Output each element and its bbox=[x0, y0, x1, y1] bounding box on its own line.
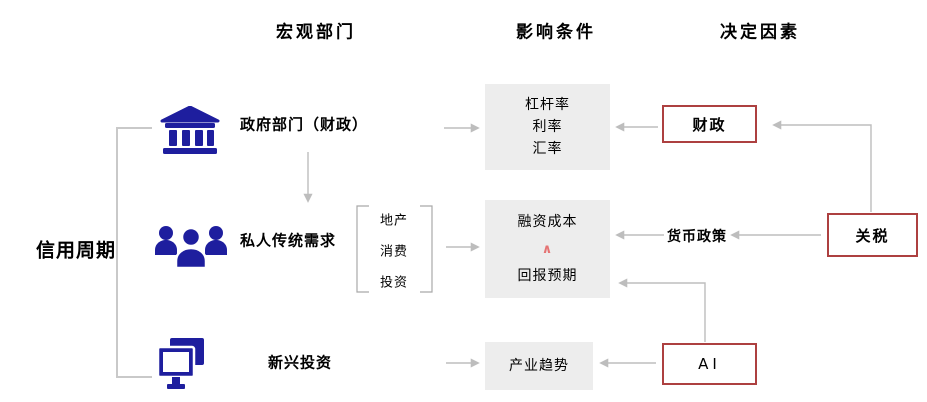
sub-bracket-open bbox=[356, 205, 369, 293]
sub-item-real-estate: 地产 bbox=[379, 213, 409, 229]
credit-cycle-bracket bbox=[116, 127, 152, 378]
header-determinant: 决定因素 bbox=[720, 22, 800, 43]
sector-label-private: 私人传统需求 bbox=[240, 231, 337, 250]
sub-bracket-close bbox=[420, 205, 433, 293]
condition-interest-rate: 利率 bbox=[532, 119, 563, 135]
condition-industry-trend: 产业趋势 bbox=[509, 358, 569, 374]
monitor-icon bbox=[158, 338, 204, 394]
determinant-tariff-label: 关税 bbox=[855, 226, 890, 245]
condition-return-expectation: 回报预期 bbox=[517, 267, 578, 284]
determinant-ai-label: AI bbox=[698, 355, 721, 373]
monetary-policy-label: 货币政策 bbox=[667, 229, 727, 245]
condition-box-private: 融资成本 ∧ 回报预期 bbox=[485, 200, 610, 298]
less-than-caret: ∧ bbox=[541, 241, 554, 257]
condition-exchange-rate: 汇率 bbox=[532, 141, 563, 157]
bank-icon bbox=[160, 106, 220, 154]
sub-item-investment: 投资 bbox=[379, 275, 409, 291]
elbow-ai-to-return-expectation bbox=[618, 278, 706, 342]
header-influence-condition: 影响条件 bbox=[516, 22, 596, 43]
credit-cycle-label: 信用周期 bbox=[35, 239, 117, 262]
determinant-box-tariff: 关税 bbox=[827, 213, 918, 257]
header-macro-sector: 宏观部门 bbox=[276, 22, 356, 43]
elbow-tariff-to-fiscal bbox=[772, 120, 872, 212]
determinant-fiscal-label: 财政 bbox=[692, 115, 727, 134]
condition-box-emerging: 产业趋势 bbox=[485, 342, 593, 390]
sub-item-consumption: 消费 bbox=[379, 244, 409, 260]
condition-financing-cost: 融资成本 bbox=[517, 213, 578, 230]
sector-label-government: 政府部门（财政） bbox=[240, 115, 369, 134]
condition-leverage: 杠杆率 bbox=[525, 97, 570, 113]
sector-label-emerging: 新兴投资 bbox=[268, 353, 333, 372]
people-icon bbox=[155, 224, 227, 268]
determinant-box-fiscal: 财政 bbox=[662, 105, 757, 143]
condition-box-government: 杠杆率 利率 汇率 bbox=[485, 84, 610, 170]
determinant-box-ai: AI bbox=[662, 343, 757, 385]
